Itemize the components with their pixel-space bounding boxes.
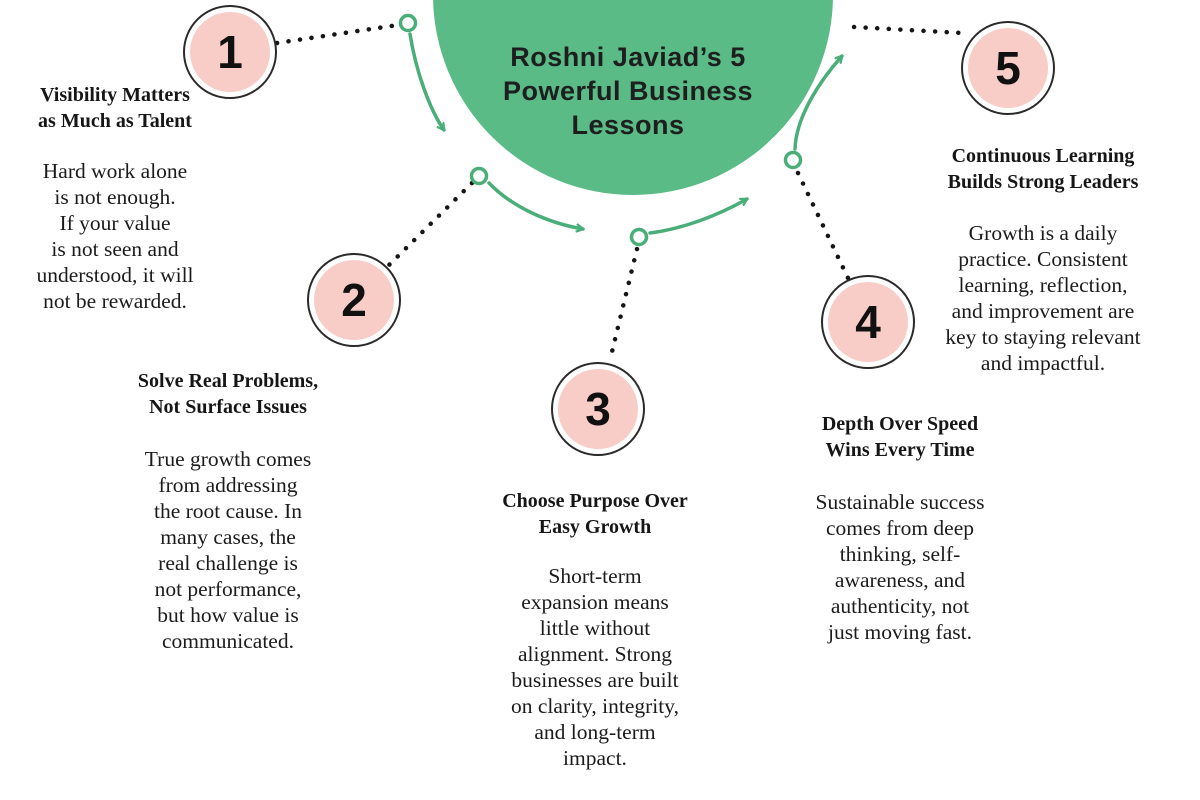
lesson-3-badge-fill [558, 369, 638, 449]
lesson-1-heading: Visibility Matters as Much as Talent [38, 84, 192, 132]
lesson-3-number-badge: 3 [551, 362, 645, 456]
lesson-3-body: Short-term expansion means little withou… [511, 564, 679, 770]
lesson-1-number: 1 [217, 26, 243, 78]
flow-arrow-2 [487, 181, 585, 229]
lesson-2-number-badge: 2 [307, 253, 401, 347]
lesson-2-number: 2 [341, 274, 367, 326]
anchor-ring-2 [469, 166, 489, 186]
lesson-2-badge-fill [314, 260, 394, 340]
lesson-1-badge-fill [190, 12, 270, 92]
lesson-4-number: 4 [855, 296, 881, 348]
lesson-4-heading: Depth Over Speed Wins Every Time [821, 413, 979, 461]
anchor-ring-3 [629, 227, 649, 247]
dotted-connector-5 [851, 24, 965, 36]
lesson-5-number-badge: 5 [961, 21, 1055, 115]
lesson-1-number-badge: 1 [183, 5, 277, 99]
lesson-3-number: 3 [585, 383, 611, 435]
dotted-connector-1 [274, 22, 401, 46]
lesson-2-body: True growth comes from addressing the ro… [144, 447, 312, 653]
lesson-4-number-badge: 4 [821, 275, 915, 369]
lesson-3-heading: Choose Purpose Over Easy Growth [502, 490, 688, 538]
infographic-title: Roshni Javiad’s 5 Powerful Business Less… [502, 42, 754, 140]
lesson-5-body: Growth is a daily practice. Consistent l… [945, 221, 1141, 375]
lesson-2-heading: Solve Real Problems, Not Surface Issues [137, 370, 319, 418]
anchor-ring-4 [783, 150, 803, 170]
lesson-4-body: Sustainable success comes from deep thin… [815, 490, 985, 644]
lesson-5-number: 5 [995, 42, 1021, 94]
dotted-connector-4 [795, 170, 851, 281]
anchor-ring-1 [398, 13, 418, 33]
flow-arrow-3 [648, 197, 749, 235]
lesson-1-body: Hard work alone is not enough. If your v… [36, 159, 194, 313]
lesson-4-badge-fill [828, 282, 908, 362]
lesson-5-heading: Continuous Learning Builds Strong Leader… [947, 145, 1139, 193]
flow-arrow-1 [408, 32, 446, 132]
dotted-connector-2 [385, 180, 475, 269]
dotted-connector-3 [607, 246, 640, 363]
lesson-5-badge-fill [968, 28, 1048, 108]
